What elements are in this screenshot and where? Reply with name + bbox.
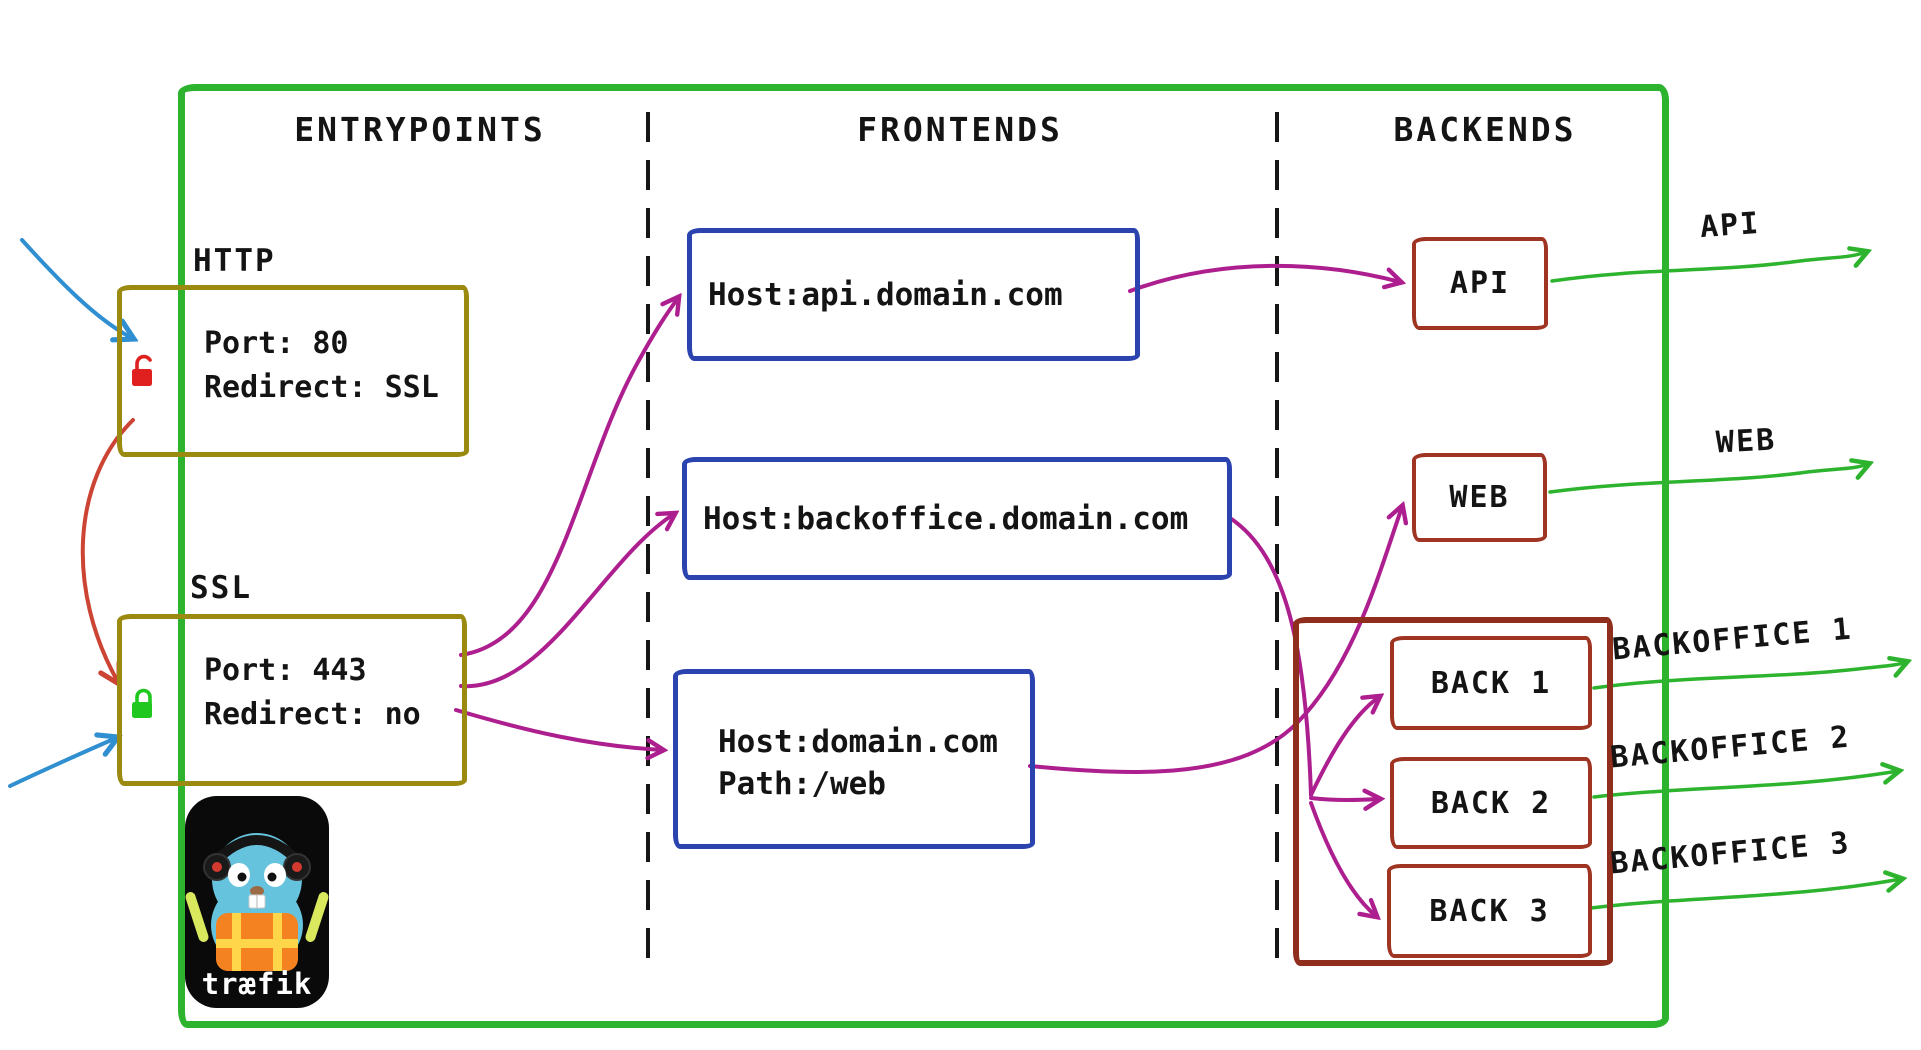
traefik-wordmark: træfik bbox=[201, 967, 313, 1001]
back1-output-arrow bbox=[1592, 662, 1906, 690]
frontend-backoffice-rule: Host:backoffice.domain.com bbox=[703, 500, 1189, 537]
frontend-api-rule: Host:api.domain.com bbox=[708, 276, 1063, 313]
output-web-label: WEB bbox=[1715, 422, 1778, 461]
backend-back3-box: BACK 3 bbox=[1387, 864, 1592, 958]
backend-back2-box: BACK 2 bbox=[1390, 757, 1592, 849]
backend-back2-label: BACK 2 bbox=[1430, 785, 1552, 821]
traefik-logo: træfik bbox=[184, 795, 330, 1009]
inbound-ssl-arrow bbox=[8, 738, 116, 788]
branch-to-back1-arrow bbox=[1309, 697, 1379, 797]
backend-web-box: WEB bbox=[1412, 453, 1547, 542]
http-redirect-text: Redirect: SSL bbox=[204, 370, 439, 405]
backend-api-label: API bbox=[1449, 266, 1511, 301]
open-padlock-icon bbox=[126, 352, 162, 396]
ssl-port-text: Port: 443 bbox=[204, 653, 367, 688]
branch-to-back2-arrow bbox=[1309, 798, 1379, 800]
frontend-web-rule-host: Host:domain.com bbox=[718, 724, 998, 760]
inbound-http-arrow bbox=[20, 238, 132, 338]
backend-web-label: WEB bbox=[1449, 480, 1510, 515]
entrypoint-http-label: HTTP bbox=[193, 243, 276, 279]
backoffice-frontend-to-group-trunk bbox=[1228, 516, 1313, 797]
entrypoint-ssl-box: Port: 443 Redirect: no bbox=[117, 614, 467, 786]
output-api-label: API bbox=[1698, 205, 1762, 246]
api-frontend-to-api-backend-arrow bbox=[1128, 263, 1400, 293]
main-green-frame bbox=[178, 84, 1669, 1028]
closed-padlock-icon bbox=[126, 685, 162, 729]
http-to-ssl-redirect-arrow bbox=[80, 418, 135, 682]
backend-back1-label: BACK 1 bbox=[1430, 665, 1552, 701]
frontend-web-box: Host:domain.com Path:/web bbox=[673, 669, 1035, 849]
backend-api-box: API bbox=[1412, 237, 1548, 330]
frontend-api-box: Host:api.domain.com bbox=[687, 228, 1140, 361]
column-header-entrypoints: ENTRYPOINTS bbox=[294, 110, 546, 149]
frontend-backoffice-box: Host:backoffice.domain.com bbox=[682, 457, 1232, 580]
ssl-redirect-text: Redirect: no bbox=[204, 697, 421, 732]
column-header-frontends: FRONTENDS bbox=[857, 110, 1063, 149]
entrypoint-http-box: Port: 80 Redirect: SSL bbox=[117, 285, 469, 457]
back2-output-arrow bbox=[1592, 771, 1898, 799]
frontend-web-rule-path: Path:/web bbox=[718, 766, 886, 802]
http-port-text: Port: 80 bbox=[204, 326, 349, 361]
backend-back3-label: BACK 3 bbox=[1429, 893, 1550, 929]
ssl-to-web-frontend-arrow bbox=[454, 708, 662, 750]
api-backend-output-arrow bbox=[1550, 252, 1866, 283]
entrypoint-ssl-label: SSL bbox=[190, 570, 252, 606]
gopher-mascot bbox=[185, 796, 329, 1008]
ssl-to-api-frontend-arrow bbox=[459, 298, 678, 657]
backend-back1-box: BACK 1 bbox=[1390, 636, 1592, 730]
web-backend-output-arrow bbox=[1548, 464, 1868, 494]
branch-to-back3-arrow bbox=[1309, 801, 1376, 916]
back3-output-arrow bbox=[1589, 879, 1901, 910]
column-header-backends: BACKENDS bbox=[1393, 110, 1577, 149]
backend-backoffice-group-box bbox=[1293, 617, 1613, 966]
ssl-to-backoffice-frontend-arrow bbox=[459, 514, 674, 689]
